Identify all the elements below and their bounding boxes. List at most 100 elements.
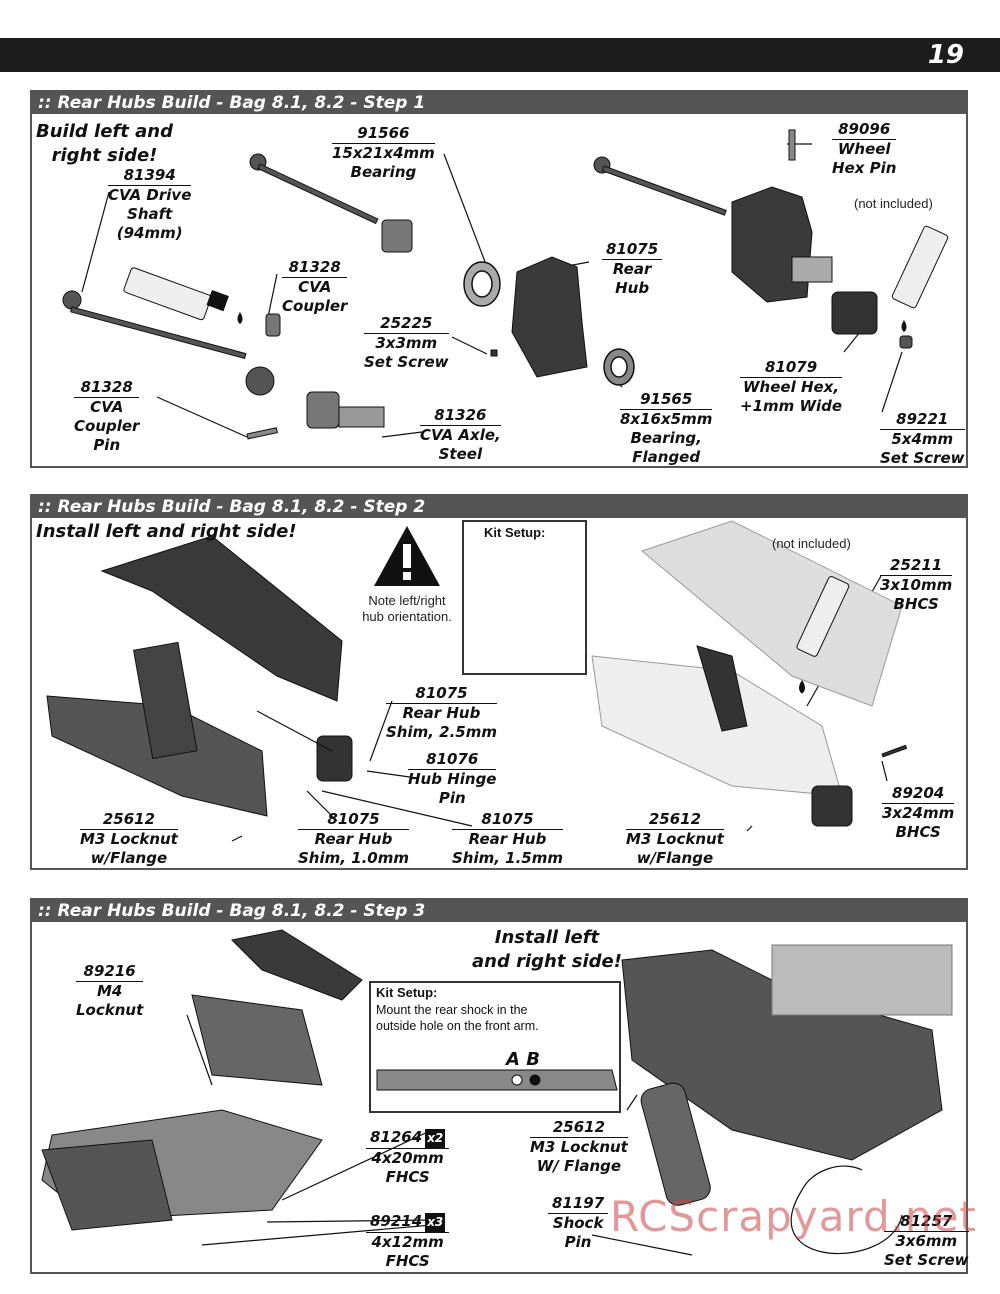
part-number: 81075 — [452, 810, 564, 830]
part-desc: Rear Hub — [402, 704, 481, 722]
not-included-note: (not included) — [854, 196, 933, 211]
part-number: 81079 — [740, 358, 843, 378]
part-number: 81328 — [74, 378, 140, 398]
part-number: 81328 — [282, 258, 348, 278]
instruction-line-2: and right side! — [472, 951, 622, 972]
part-number: 81394 — [108, 166, 192, 186]
instruction-line-1: Install left — [494, 927, 600, 948]
part-desc: Wheel Hex, — [743, 378, 840, 396]
instruction-install-left-right: Install left and right side! — [472, 926, 622, 974]
part-desc: Shim, 2.5mm — [386, 723, 498, 741]
page-number: 19 — [927, 40, 964, 70]
kit-setup-box: Kit Setup: Mount the rear shock in the o… — [370, 982, 620, 1042]
part-number: 25612 — [626, 810, 724, 830]
part-desc: Bearing — [350, 163, 417, 181]
part-desc: Rear Hub — [314, 830, 393, 848]
part-desc: 3x24mm — [882, 804, 955, 822]
part-desc: Hex Pin — [832, 159, 897, 177]
part-number: 91566 — [332, 124, 435, 144]
warning-note: Note left/right hub orientation. — [342, 524, 472, 625]
instruction-line-2: right side! — [51, 145, 158, 166]
part-number: 81197 — [548, 1194, 609, 1214]
part-desc: Rear — [612, 260, 652, 278]
part-desc: 8x16x5mm — [620, 410, 713, 428]
step2-header: :: Rear Hubs Build - Bag 8.1, 8.2 - Step… — [32, 496, 966, 518]
step3-panel: :: Rear Hubs Build - Bag 8.1, 8.2 - Step… — [30, 898, 969, 1274]
step1-panel: :: Rear Hubs Build - Bag 8.1, 8.2 - Step… — [30, 90, 968, 468]
not-included-note: (not included) — [772, 536, 851, 551]
part-desc: FHCS — [385, 1252, 430, 1270]
instruction-line-1: Build left and — [36, 121, 173, 142]
part-desc: CVA Drive — [108, 186, 192, 204]
part-desc: BHCS — [895, 823, 941, 841]
kit-setup-title: Kit Setup: — [484, 525, 546, 540]
part-desc: BHCS — [893, 595, 939, 613]
page-header-bar: 19 — [0, 38, 1000, 72]
part-number: 81075 — [602, 240, 663, 260]
quantity-badge: x3 — [425, 1213, 446, 1232]
part-desc: Pin — [438, 789, 466, 807]
part-desc: Pin — [93, 436, 121, 454]
part-desc: Shock — [552, 1214, 604, 1232]
part-number: 81264 — [370, 1128, 423, 1146]
warning-line-1: Note left/right — [368, 593, 446, 608]
part-desc: M4 — [96, 982, 123, 1000]
part-desc: Rear Hub — [468, 830, 547, 848]
part-desc: Coupler — [74, 417, 140, 435]
part-number: 81076 — [408, 750, 497, 770]
part-number: 25612 — [530, 1118, 628, 1138]
part-number: 89214 — [370, 1212, 423, 1230]
kit-setup-title: Kit Setup: — [376, 985, 438, 1000]
part-number: 25211 — [880, 556, 953, 576]
quantity-badge: x2 — [425, 1129, 446, 1148]
step1-header: :: Rear Hubs Build - Bag 8.1, 8.2 - Step… — [32, 92, 966, 114]
kit-desc-line-2: outside hole on the front arm. — [376, 1019, 539, 1033]
part-desc: W/ Flange — [536, 1157, 622, 1175]
kit-desc-line-1: Mount the rear shock in the — [376, 1003, 528, 1017]
part-number: 81326 — [420, 406, 501, 426]
part-desc: 15x21x4mm — [332, 144, 435, 162]
part-desc: +1mm Wide — [740, 397, 843, 415]
part-desc: 4x12mm — [371, 1233, 444, 1251]
part-desc: M3 Locknut — [626, 830, 724, 848]
part-desc: CVA Axle, — [420, 426, 501, 444]
part-desc: Wheel — [837, 140, 891, 158]
part-number: 89221 — [880, 410, 965, 430]
step2-panel: :: Rear Hubs Build - Bag 8.1, 8.2 - Step… — [30, 494, 968, 870]
part-desc: Set Screw — [884, 1251, 969, 1269]
part-desc: Shim, 1.5mm — [452, 849, 564, 867]
part-desc: CVA — [90, 398, 124, 416]
part-desc: Locknut — [76, 1001, 144, 1019]
part-desc: Bearing, — [630, 429, 702, 447]
part-number: 81075 — [386, 684, 498, 704]
part-desc: Shaft — [127, 205, 173, 223]
part-desc: w/Flange — [90, 849, 168, 867]
watermark: RCScrapyard.net — [610, 1192, 977, 1241]
step3-illustration — [41, 929, 953, 1256]
part-desc: 5x4mm — [891, 430, 954, 448]
kit-setup-box: Kit Setup: — [462, 520, 587, 675]
part-desc: Set Screw — [880, 449, 965, 467]
part-number: 89204 — [882, 784, 955, 804]
part-number: 81257 — [884, 1212, 969, 1232]
part-desc: Flanged — [632, 448, 701, 466]
part-desc: Set Screw — [364, 353, 449, 371]
part-desc: Coupler — [282, 297, 348, 315]
part-desc: Steel — [438, 445, 483, 463]
